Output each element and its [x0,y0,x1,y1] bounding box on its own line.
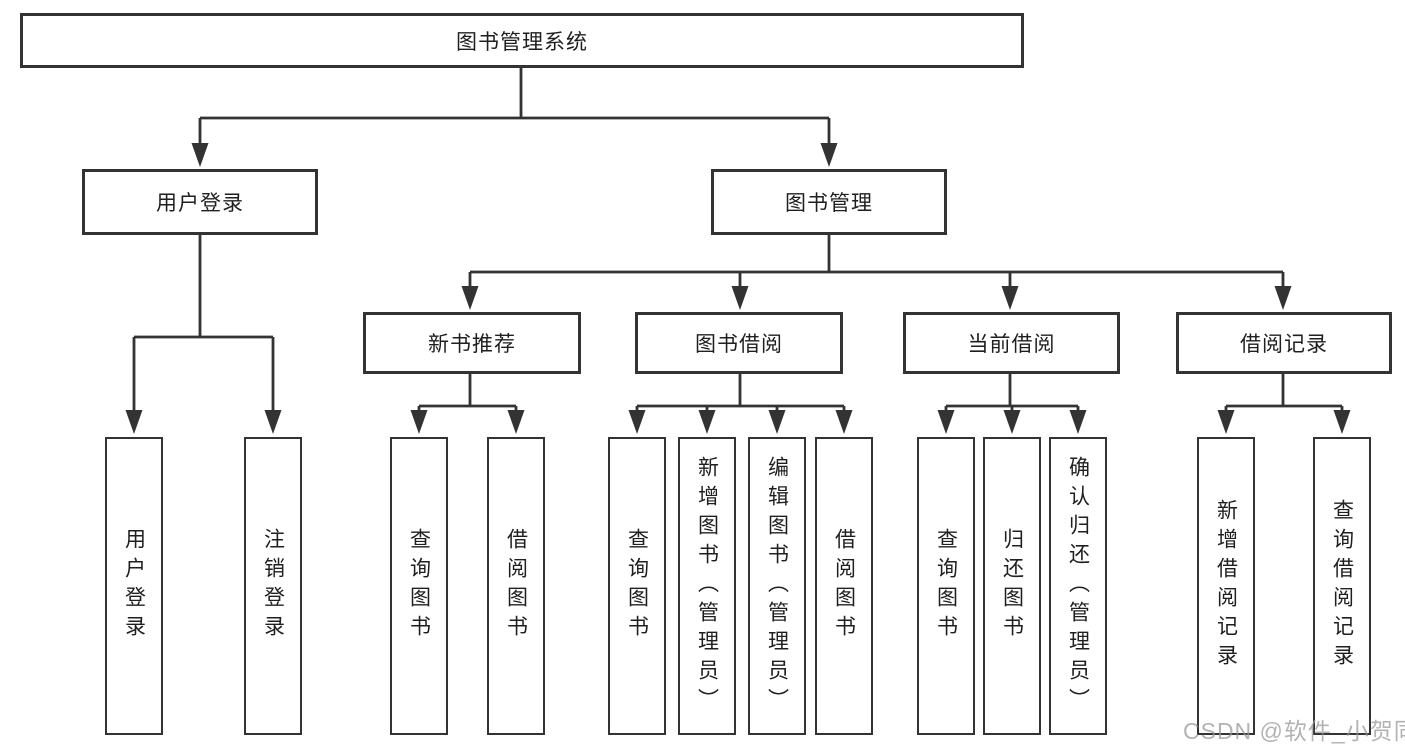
leaf-label: 确认归还（管理员） [1066,455,1090,717]
node-label: 用户登录 [156,192,244,215]
leaf-label: 查询图书 [625,528,649,644]
leaf-label: 借阅图书 [504,528,528,644]
leaf-label: 借阅图书 [832,528,856,644]
leaf-edit-books-admin: 编辑图书（管理员） [748,437,806,735]
node-book-borrowing: 图书借阅 [635,312,843,374]
node-label: 图书管理 [785,192,873,215]
watermark: CSDN @软件_小贺同学 [1183,718,1405,744]
node-current-borrowing: 当前借阅 [903,312,1120,374]
node-new-book-recommend: 新书推荐 [363,312,581,374]
leaf-query-books-borrowing: 查询图书 [608,437,666,735]
leaf-query-borrow-record: 查询借阅记录 [1313,437,1371,735]
leaf-label: 查询借阅记录 [1330,499,1354,673]
node-label: 图书借阅 [695,333,783,356]
leaf-label: 归还图书 [1000,528,1024,644]
leaf-logout-login: 注销登录 [244,437,302,735]
leaf-label: 新增借阅记录 [1214,499,1238,673]
leaf-label: 编辑图书（管理员） [765,455,789,717]
node-label: 借阅记录 [1240,333,1328,356]
node-label: 新书推荐 [428,333,516,356]
leaf-label: 查询图书 [934,528,958,644]
leaf-borrow-books-borrowing: 借阅图书 [815,437,873,735]
node-user-login: 用户登录 [82,169,318,235]
leaf-return-books: 归还图书 [983,437,1041,735]
arrowheads [125,143,1351,434]
leaf-add-borrow-record: 新增借阅记录 [1197,437,1255,735]
node-library-management-system: 图书管理系统 [20,13,1024,68]
leaf-query-books-current: 查询图书 [917,437,975,735]
leaf-label: 查询图书 [407,528,431,644]
node-book-management: 图书管理 [711,169,947,235]
leaf-label: 新增图书（管理员） [695,455,719,717]
leaf-label: 注销登录 [261,528,285,644]
leaf-user-login: 用户登录 [105,437,163,735]
leaf-label: 用户登录 [122,528,146,644]
leaf-query-books-recommend: 查询图书 [390,437,448,735]
node-borrowing-records: 借阅记录 [1176,312,1392,374]
node-label: 当前借阅 [967,333,1056,356]
leaf-borrow-books-recommend: 借阅图书 [487,437,545,735]
leaf-add-books-admin: 新增图书（管理员） [678,437,736,735]
node-label: 图书管理系统 [456,30,588,54]
leaf-confirm-return-admin: 确认归还（管理员） [1049,437,1107,735]
